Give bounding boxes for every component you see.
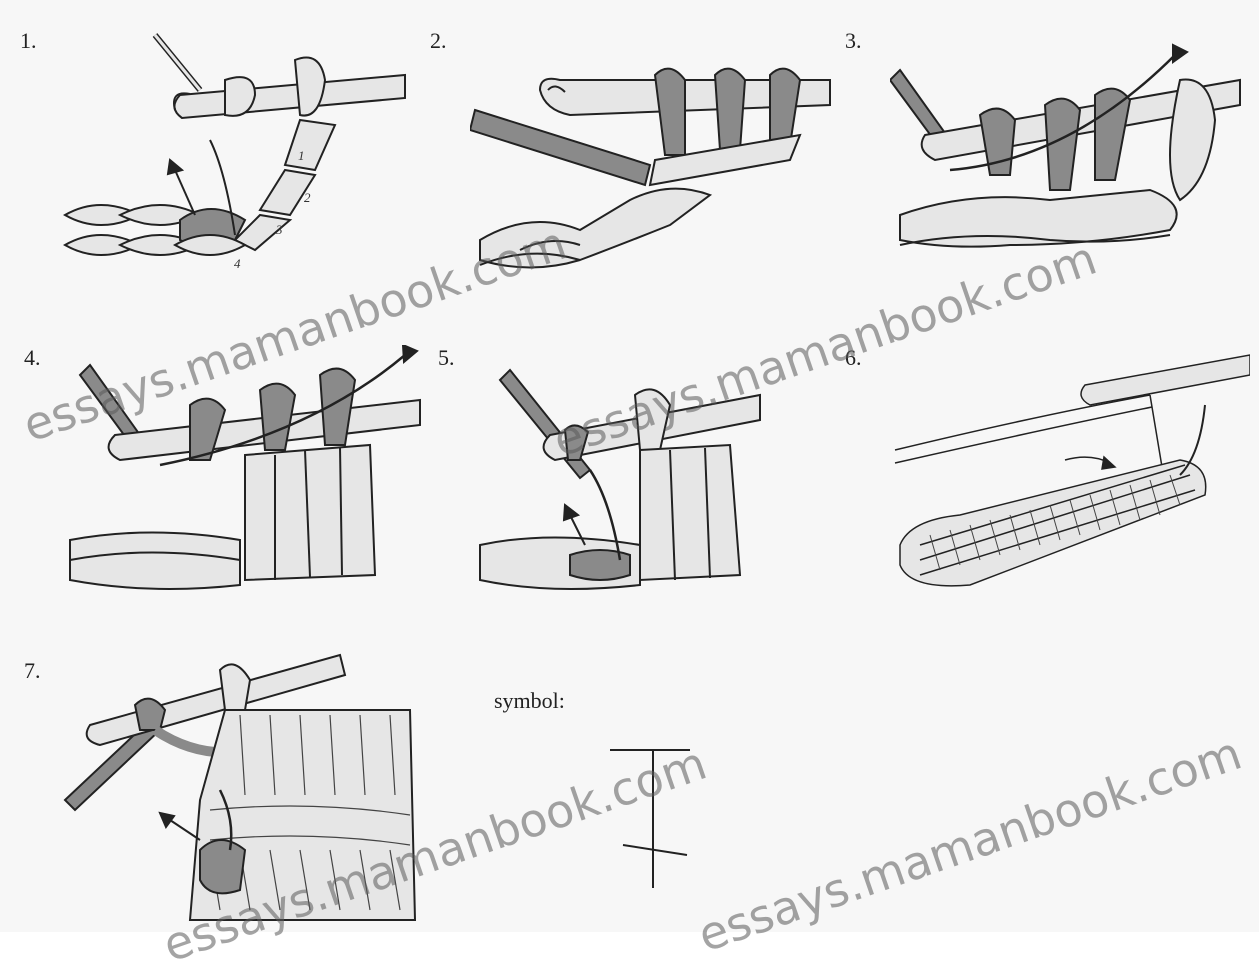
step-1-illustration xyxy=(60,20,420,290)
step-1-label: 1. xyxy=(20,28,37,54)
chain-number-2: 2 xyxy=(304,190,311,206)
chain-number-3: 3 xyxy=(276,222,283,238)
chain-number-1: 1 xyxy=(298,148,305,164)
step-2-label: 2. xyxy=(430,28,447,54)
step-4-illustration xyxy=(60,345,430,605)
double-crochet-symbol-icon xyxy=(605,740,695,895)
step-5-illustration xyxy=(470,360,770,600)
step-2-illustration xyxy=(470,50,840,285)
step-6-illustration xyxy=(890,345,1250,605)
crochet-instruction-sheet: 1. 2. 3. 4. 5. 6. 7. 1 2 3 4 xyxy=(0,0,1259,932)
step-4-label: 4. xyxy=(24,345,41,371)
symbol-label: symbol: xyxy=(494,688,565,714)
watermark-text: essays.mamanbook.com xyxy=(691,726,1248,963)
step-7-label: 7. xyxy=(24,658,41,684)
step-7-illustration xyxy=(60,650,430,930)
step-6-label: 6. xyxy=(845,345,862,371)
step-5-label: 5. xyxy=(438,345,455,371)
chain-number-4: 4 xyxy=(234,256,241,272)
step-3-illustration xyxy=(890,40,1250,280)
step-3-label: 3. xyxy=(845,28,862,54)
